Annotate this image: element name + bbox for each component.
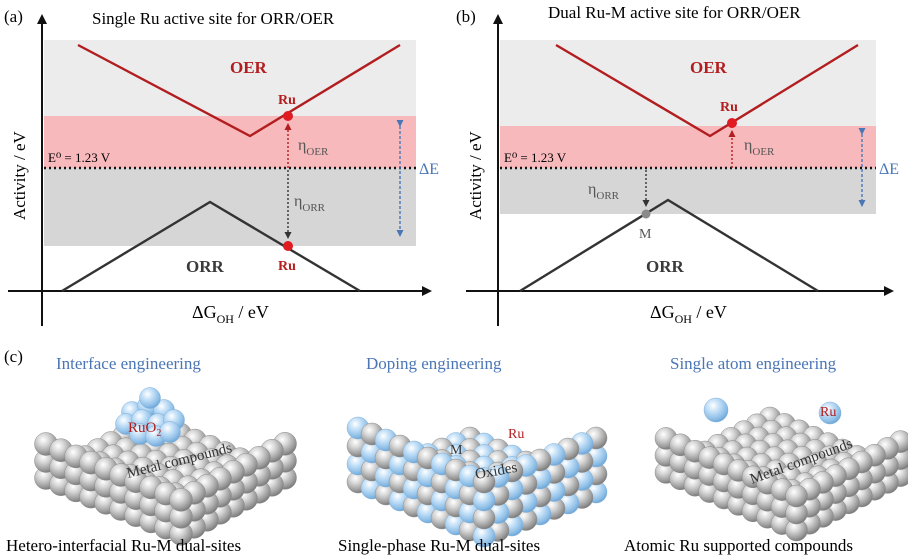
doping-ru-label: Ru — [508, 427, 524, 442]
single-ru-atom — [818, 401, 842, 425]
ruo2-atom — [139, 387, 161, 409]
panel-a-delta-e-label: ΔE — [419, 161, 439, 178]
panel-b-m-point — [641, 209, 651, 219]
panel-a-ru-point-bottom — [283, 241, 293, 251]
panel-a-oer-label: OER — [230, 58, 268, 77]
panel-b-title: Dual Ru-M active site for ORR/OER — [548, 3, 801, 22]
panel-b-ru-point — [727, 118, 737, 128]
panel-b-eta-oer-label: ηOER — [744, 137, 775, 158]
panel-a-equilibrium-label: E⁰ = 1.23 V — [48, 150, 111, 165]
panel-a: (a) Single Ru active site for ORR/OER Ac… — [4, 7, 439, 326]
panel-a-ru-label-top: Ru — [278, 93, 296, 108]
caption-interface: Hetero-interfacial Ru-M dual-sites — [6, 536, 241, 555]
slab-single-atom — [654, 397, 908, 542]
panel-b-oer-line — [555, 43, 859, 138]
atom — [785, 484, 808, 508]
panel-b-letter: (b) — [456, 7, 476, 26]
panel-b-oer-label: OER — [690, 58, 728, 77]
interface-engineering-title: Interface engineering — [56, 354, 201, 373]
panel-a-title: Single Ru active site for ORR/OER — [92, 9, 335, 28]
panel-b-oer-band — [500, 126, 876, 168]
panel-a-orr-line — [61, 200, 361, 293]
panel-b-equilibrium-label: E⁰ = 1.23 V — [504, 150, 567, 165]
doping-engineering-title: Doping engineering — [366, 354, 502, 373]
panel-a-eta-oer-label: ηOER — [298, 137, 329, 158]
caption-doping: Single-phase Ru-M dual-sites — [338, 536, 540, 555]
panel-a-x-axis-label: ΔGOH / eV — [192, 302, 269, 326]
panel-a-orr-label: ORR — [186, 257, 225, 276]
panel-b-light-band — [500, 40, 876, 126]
single-ru-label: Ru — [820, 405, 836, 420]
panel-c: (c) Interface engineering Doping enginee… — [4, 347, 908, 555]
panel-a-oer-line — [77, 43, 401, 138]
panel-b: (b) Dual Ru-M active site for ORR/OER Ac… — [456, 3, 899, 326]
oxides-label: Oxides — [474, 460, 519, 483]
panel-a-letter: (a) — [4, 7, 23, 26]
panel-c-letter: (c) — [4, 347, 23, 366]
panel-a-y-axis-label: Activity / eV — [10, 131, 29, 220]
panel-b-delta-e-label: ΔE — [879, 161, 899, 178]
panel-b-m-label: M — [639, 227, 652, 242]
panel-b-y-axis-label: Activity / eV — [466, 131, 485, 220]
panel-b-orr-label: ORR — [646, 257, 685, 276]
panel-a-light-band — [44, 40, 416, 116]
panel-b-ru-label: Ru — [720, 100, 738, 115]
atom — [472, 470, 496, 494]
single-atom-engineering-title: Single atom engineering — [670, 354, 837, 373]
doping-m-label: M — [450, 443, 463, 458]
panel-a-orr-band — [44, 168, 416, 246]
slab-interface — [34, 387, 297, 546]
panel-a-ru-point-top — [283, 111, 293, 121]
panel-b-orr-band — [500, 168, 876, 214]
ruo2-label: RuO2 — [128, 420, 161, 439]
panel-b-eta-orr-label: ηORR — [588, 181, 620, 202]
slab-doping — [346, 416, 608, 548]
panel-b-x-axis-label: ΔGOH / eV — [650, 302, 727, 326]
single-ru-atom — [703, 397, 729, 423]
atom — [169, 488, 193, 512]
ruo2-atom — [159, 421, 181, 443]
panel-a-eta-orr-label: ηORR — [294, 193, 326, 214]
panel-a-ru-label-bottom: Ru — [278, 259, 296, 274]
panel-b-orr-line — [519, 198, 819, 293]
caption-single-atom: Atomic Ru supported compounds — [624, 536, 853, 555]
